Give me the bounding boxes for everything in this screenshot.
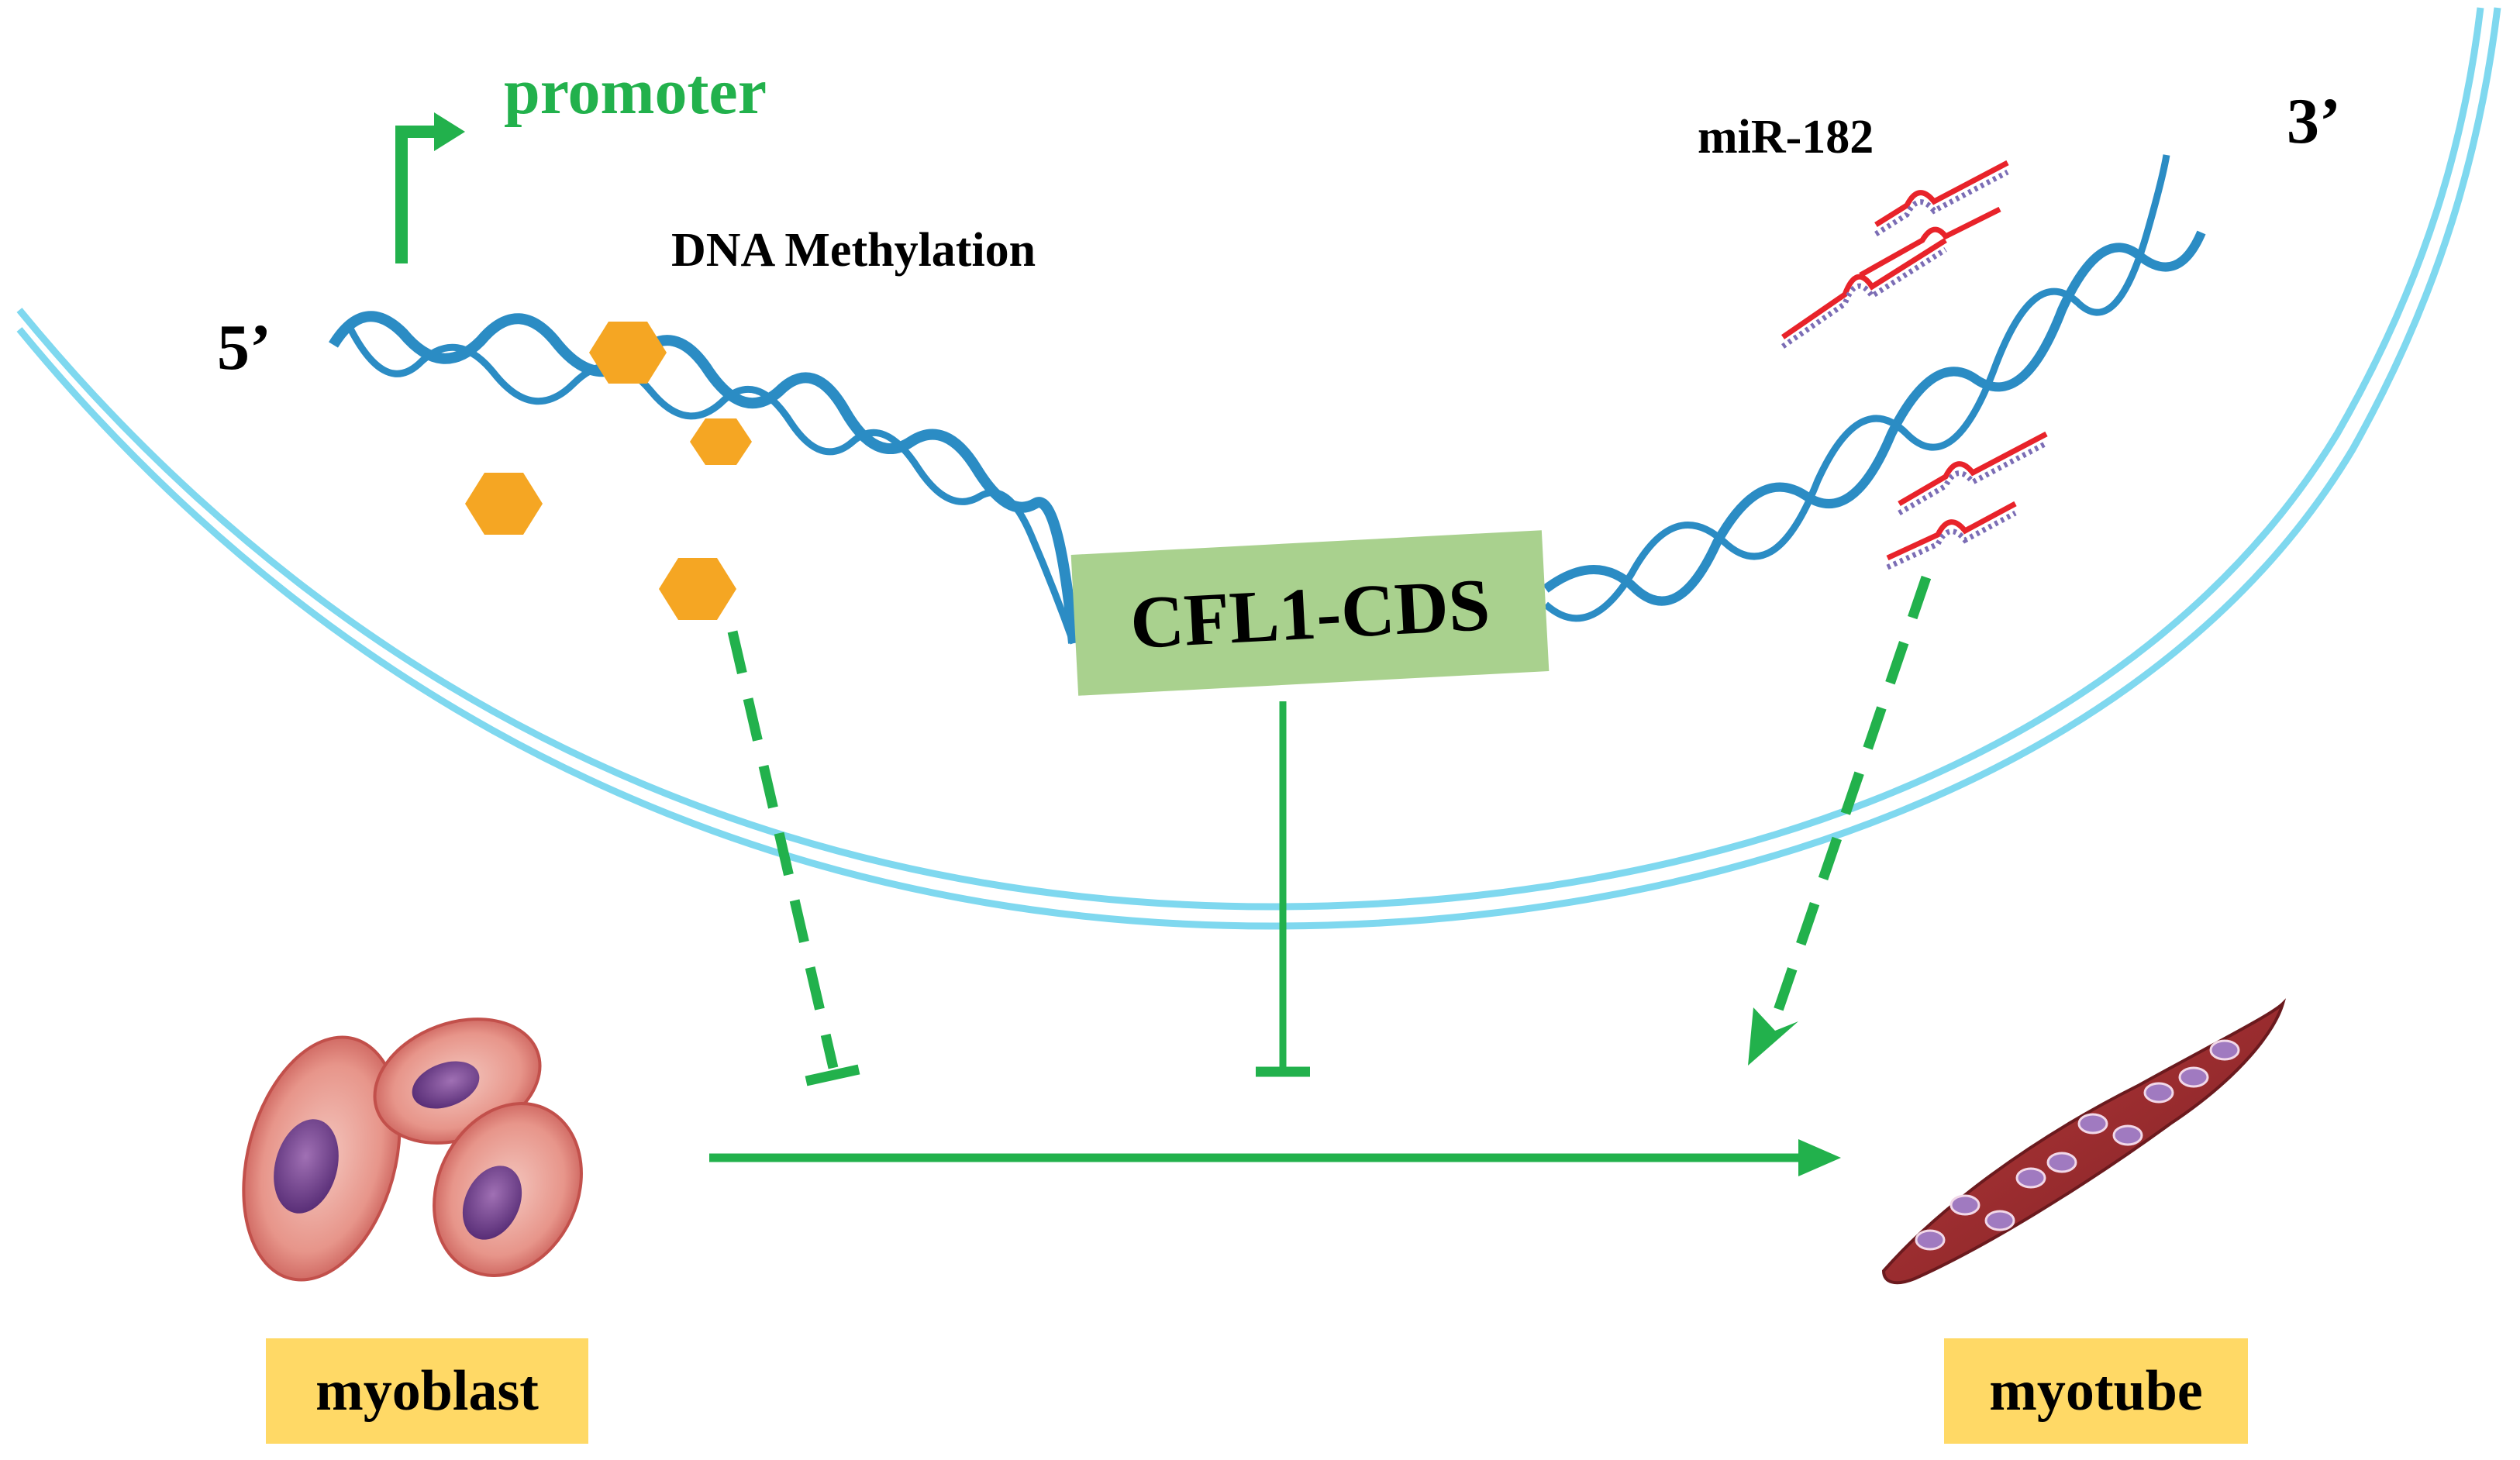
mir-promotion-arrow — [1748, 575, 1932, 1066]
five-prime-label: 5’ — [217, 312, 271, 384]
myoblast-cells-icon — [242, 1018, 583, 1282]
cfl1-cds-label: CFL1-CDS — [1128, 562, 1492, 664]
promoter-arrow-icon — [395, 112, 465, 263]
methyl-group-icons — [465, 322, 752, 620]
promoter-label: promoter — [504, 56, 767, 128]
dna-methylation-label: DNA Methylation — [671, 224, 1036, 277]
myoblast-label: myoblast — [315, 1358, 539, 1423]
three-prime-label: 3’ — [2287, 85, 2341, 157]
myoblast-box: myoblast — [266, 1338, 588, 1444]
mir-182-label: miR-182 — [1698, 111, 1874, 164]
myotube-box: myotube — [1944, 1338, 2248, 1444]
methylation-inhibition-arrow — [727, 630, 860, 1086]
nuclear-membrane — [16, 7, 2501, 930]
myotube-label: myotube — [1989, 1358, 2203, 1423]
cfl1-inhibition-arrow — [1256, 701, 1310, 1077]
mirna-icons — [1781, 160, 2048, 570]
dna-helix-left-icon — [329, 311, 1079, 645]
dna-helix-right-icon — [1543, 154, 2206, 622]
differentiation-arrow — [709, 1139, 1841, 1176]
myotube-icon — [1881, 998, 2287, 1285]
cfl1-cds-box: CFL1-CDS — [1070, 530, 1550, 696]
